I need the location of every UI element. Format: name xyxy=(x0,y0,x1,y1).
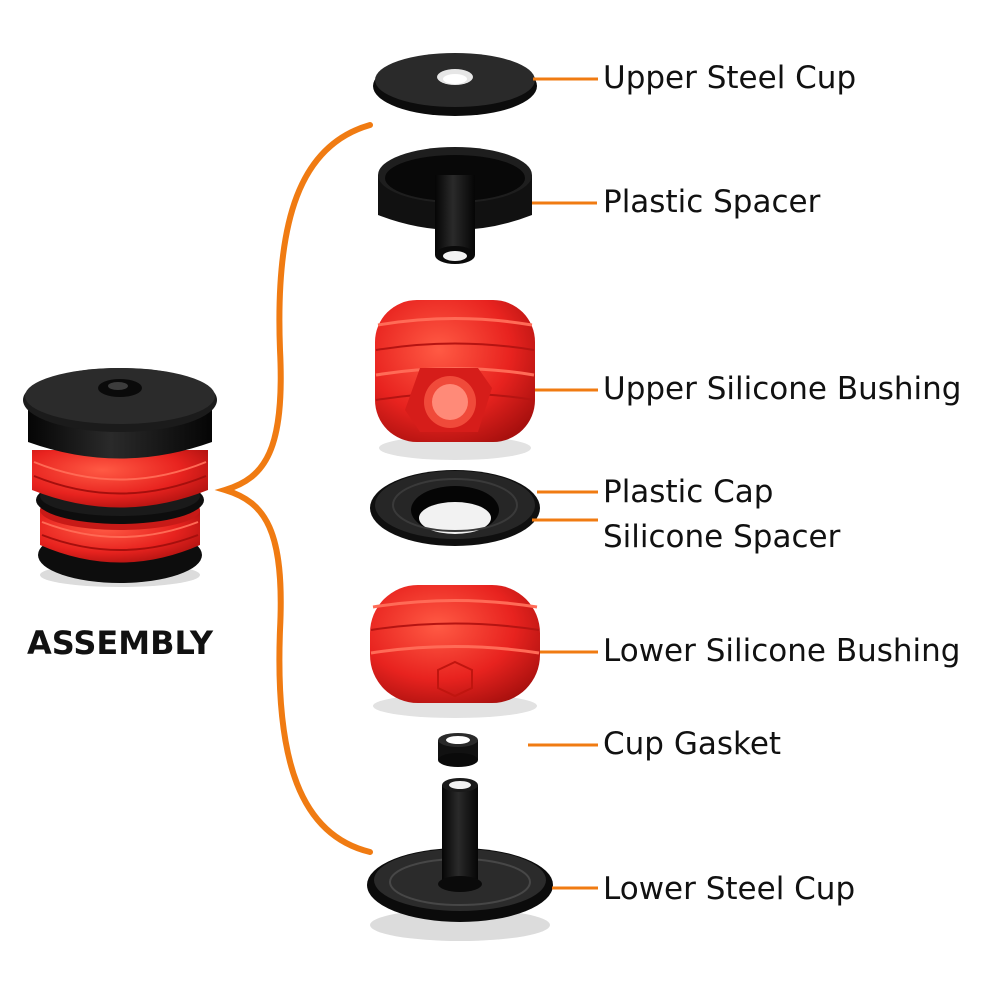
label-plastic-cap: Plastic Cap xyxy=(603,474,774,510)
grouping-brace xyxy=(214,122,373,855)
label-upper-silicone-bushing: Upper Silicone Bushing xyxy=(603,371,962,407)
lower-steel-cup-illustration xyxy=(367,778,553,941)
label-cup-gasket: Cup Gasket xyxy=(603,726,782,762)
assembly-illustration xyxy=(23,368,217,587)
cup-gasket-illustration xyxy=(438,733,478,767)
lower-silicone-bushing-illustration xyxy=(370,585,540,718)
plastic-cap-illustration xyxy=(370,470,540,546)
upper-silicone-bushing-illustration xyxy=(375,300,535,460)
plastic-spacer-illustration xyxy=(378,147,532,264)
label-silicone-spacer: Silicone Spacer xyxy=(603,519,841,555)
upper-steel-cup-illustration xyxy=(373,53,537,116)
label-lower-steel-cup: Lower Steel Cup xyxy=(603,871,856,907)
assembly-title: ASSEMBLY xyxy=(27,624,214,662)
leader-lines xyxy=(528,77,598,890)
label-plastic-spacer: Plastic Spacer xyxy=(603,184,821,220)
label-upper-steel-cup: Upper Steel Cup xyxy=(603,60,857,96)
label-lower-silicone-bushing: Lower Silicone Bushing xyxy=(603,633,961,669)
